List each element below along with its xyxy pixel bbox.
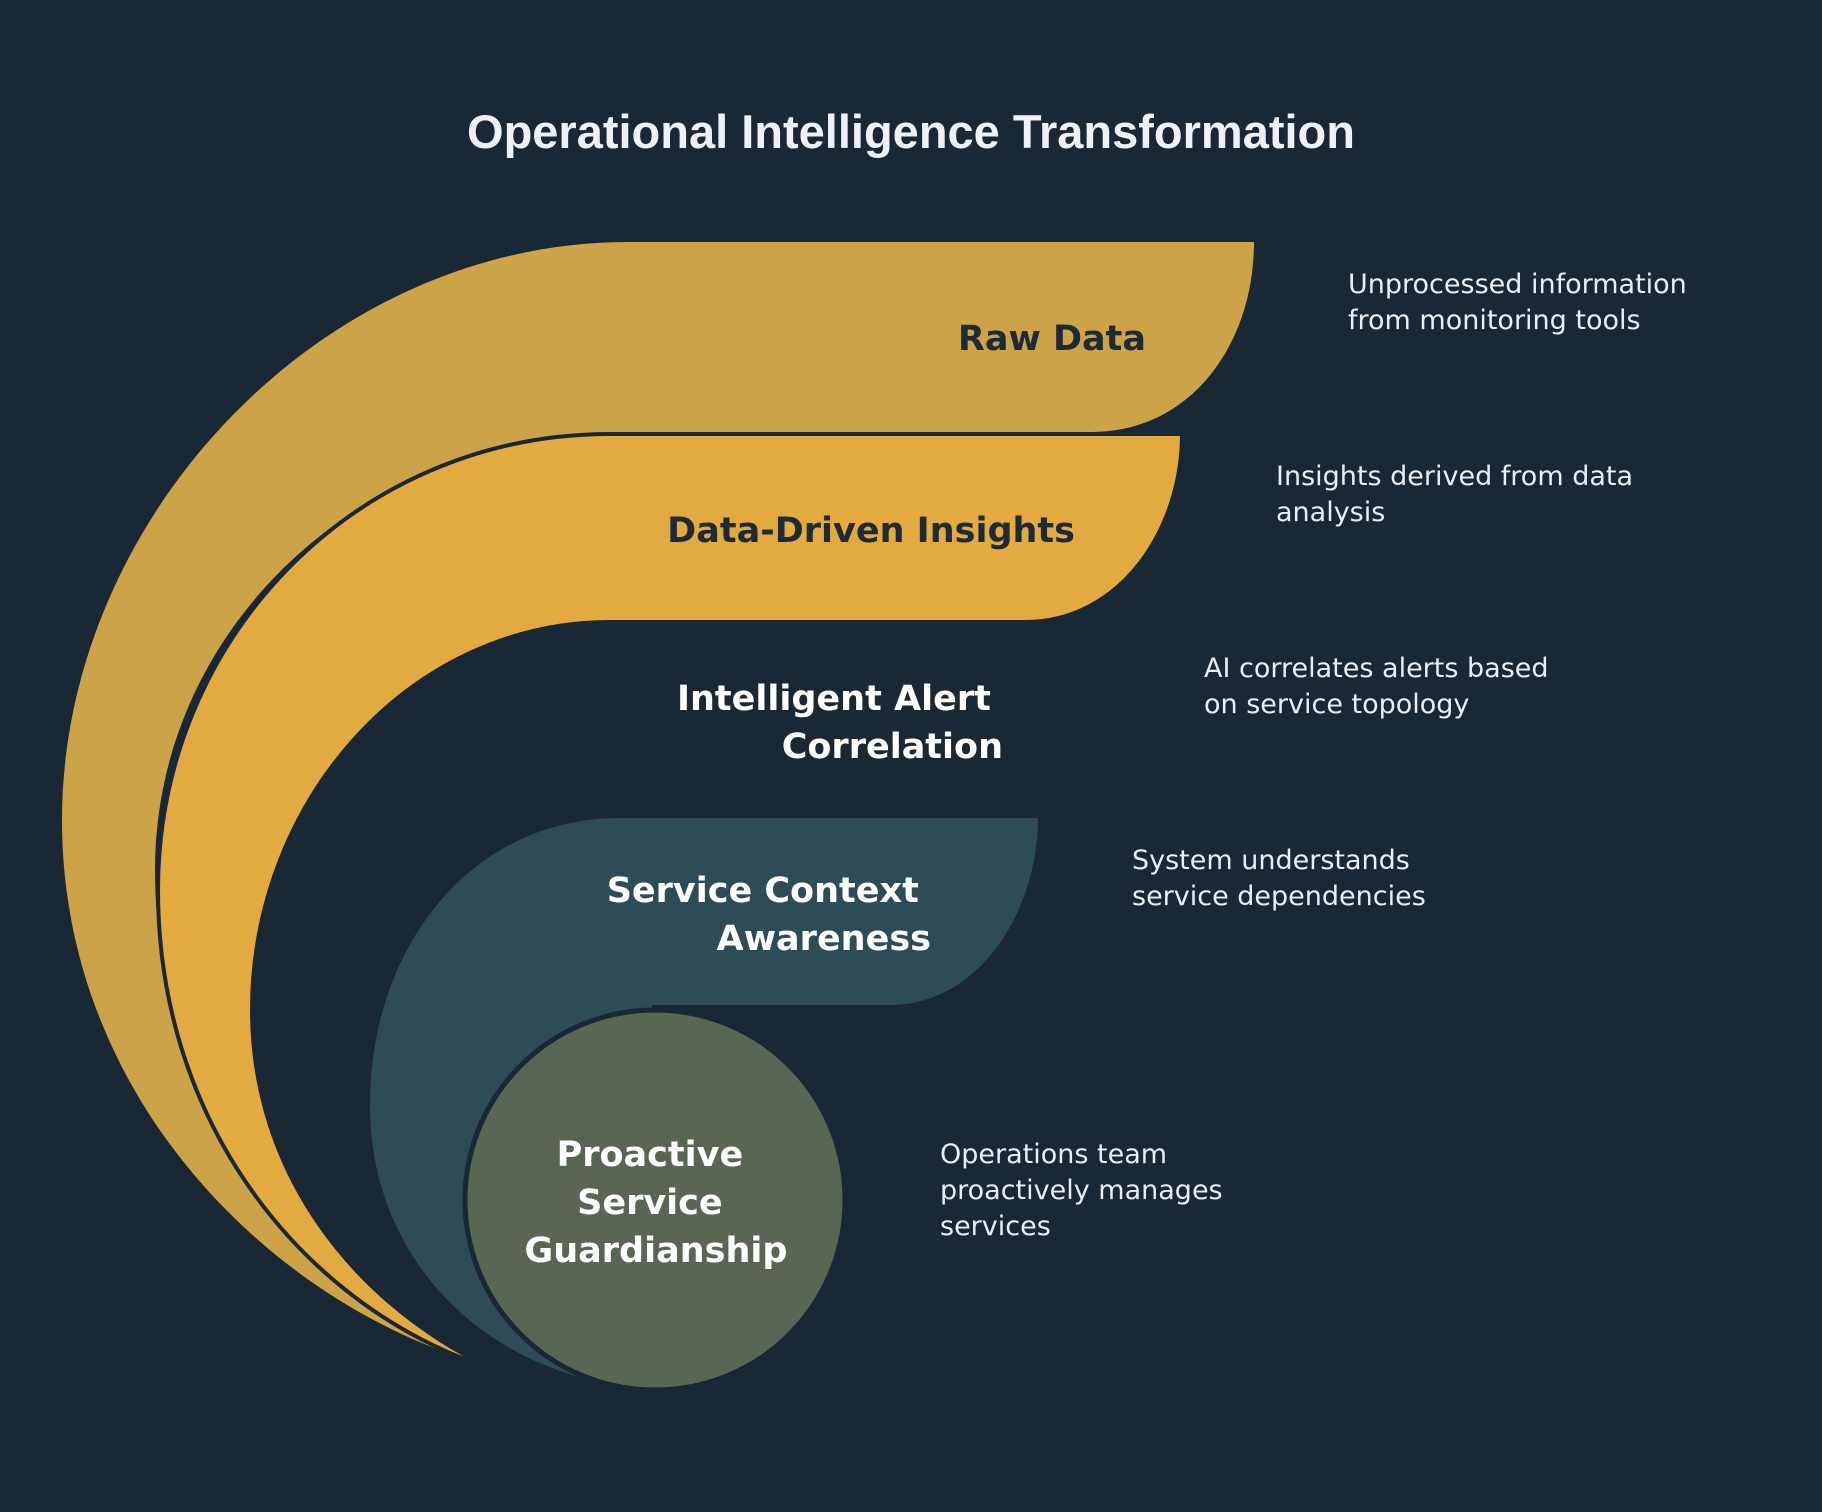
service-context-awareness-description: System understands service dependencies	[1132, 845, 1426, 912]
service-context-awareness-label-line: Service Context	[607, 871, 919, 911]
raw-data-label: Raw Data	[958, 319, 1146, 359]
raw-data-description: Unprocessed information from monitoring …	[1348, 269, 1695, 336]
data-driven-insights-description-line: Insights derived from data	[1276, 461, 1633, 492]
intelligent-alert-correlation-shape	[254, 624, 1110, 1372]
intelligent-alert-correlation-description: AI correlates alerts based on service to…	[1204, 653, 1557, 720]
data-driven-insights-description-line: analysis	[1276, 497, 1385, 528]
raw-data-label-line: Raw Data	[958, 319, 1146, 359]
intelligent-alert-correlation-label-line: Intelligent Alert	[677, 679, 991, 719]
service-context-awareness-label: Service Context Awareness	[607, 871, 931, 959]
proactive-service-guardianship-label-line: Service	[577, 1183, 723, 1223]
raw-data-description-line: Unprocessed information	[1348, 269, 1687, 300]
data-driven-insights-description: Insights derived from data analysis	[1276, 461, 1642, 528]
proactive-service-guardianship-label-line: Guardianship	[525, 1231, 788, 1271]
proactive-service-guardianship-description-line: services	[940, 1211, 1051, 1242]
proactive-service-guardianship-label-line: Proactive	[557, 1135, 744, 1175]
intelligent-alert-correlation-description-line: on service topology	[1204, 689, 1469, 720]
intelligent-alert-correlation-label: Intelligent Alert Correlation	[677, 679, 1003, 767]
service-context-awareness-description-line: System understands	[1132, 845, 1410, 876]
intelligent-alert-correlation-label-line: Correlation	[782, 727, 1003, 767]
proactive-service-guardianship-description-line: proactively manages	[940, 1175, 1223, 1206]
data-driven-insights-shape	[155, 432, 1185, 1370]
proactive-service-guardianship-circle	[462, 1007, 848, 1393]
service-context-awareness-description-line: service dependencies	[1132, 881, 1426, 912]
proactive-service-guardianship-description: Operations team proactively manages serv…	[940, 1139, 1231, 1242]
service-context-awareness-label-line: Awareness	[717, 919, 931, 959]
proactive-service-guardianship-description-line: Operations team	[940, 1139, 1167, 1170]
intelligent-alert-correlation-description-line: AI correlates alerts based	[1204, 653, 1549, 684]
raw-data-description-line: from monitoring tools	[1348, 305, 1641, 336]
data-driven-insights-label: Data-Driven Insights	[667, 511, 1075, 551]
proactive-service-guardianship-label: Proactive Service Guardianship	[525, 1135, 788, 1271]
raw-data-shape	[62, 242, 1254, 1370]
data-driven-insights-label-line: Data-Driven Insights	[667, 511, 1075, 551]
diagram-title: Operational Intelligence Transformation	[467, 105, 1355, 158]
